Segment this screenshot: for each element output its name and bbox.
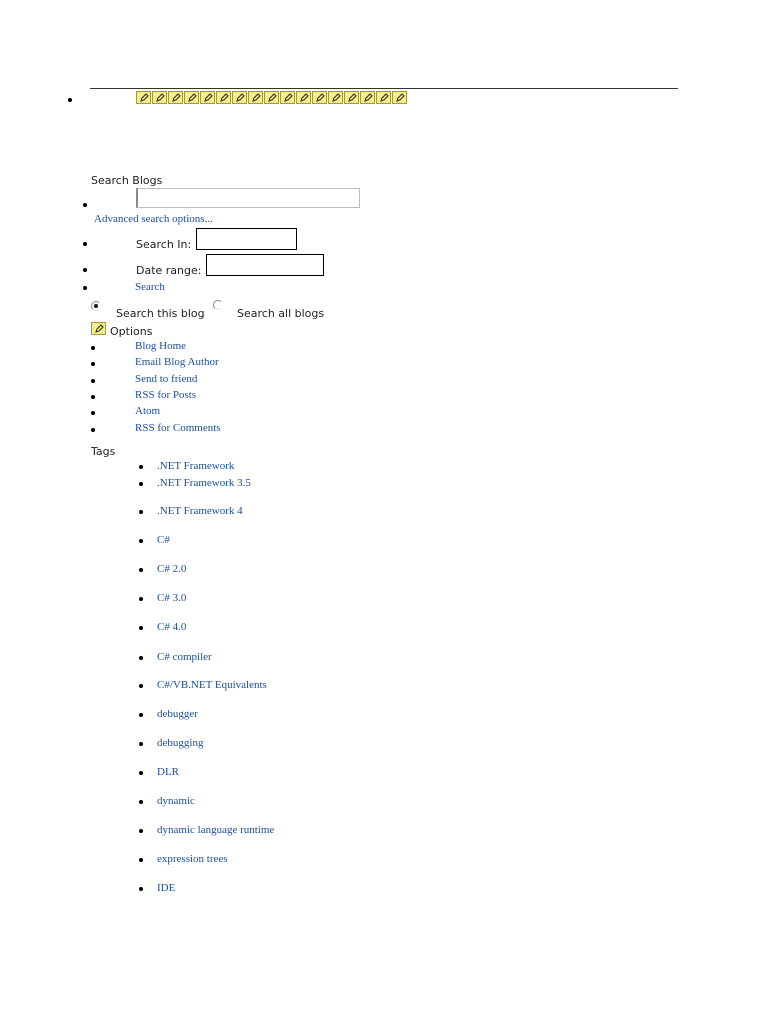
pen-icon [248,91,263,104]
tags-heading: Tags [91,445,116,458]
list-bullet [139,742,143,746]
pen-icon [168,91,183,104]
radio-dot [94,304,98,308]
pen-icon [344,91,359,104]
list-bullet [139,465,143,469]
list-bullet [83,286,87,290]
pen-icon [232,91,247,104]
pen-icon [392,91,407,104]
list-bullet [139,482,143,486]
list-bullet [83,203,87,207]
pen-icon [376,91,391,104]
pen-icon [264,91,279,104]
date-range-label: Date range: [136,264,202,277]
list-bullet [83,268,87,272]
list-bullet [91,411,95,415]
list-bullet [139,539,143,543]
search-input[interactable] [136,188,360,208]
option-link[interactable]: RSS for Posts [135,389,197,401]
divider [90,88,678,89]
option-link[interactable]: Atom [135,405,161,417]
pen-icon [296,91,311,104]
pen-icon [328,91,343,104]
list-bullet [139,510,143,514]
list-bullet [139,597,143,601]
list-bullet [139,656,143,660]
pen-icon [200,91,215,104]
tag-link[interactable]: debugger [157,708,198,720]
tag-link[interactable]: dynamic [157,795,195,807]
tag-link[interactable]: DLR [157,766,179,778]
tag-link[interactable]: IDE [157,882,176,894]
tag-link[interactable]: dynamic language runtime [157,824,275,836]
list-bullet [139,858,143,862]
search-this-blog-label: Search this blog [116,307,205,320]
tag-link[interactable]: .NET Framework [157,460,235,472]
list-bullet [91,362,95,366]
option-link[interactable]: RSS for Comments [135,422,221,434]
tag-link[interactable]: C# 3.0 [157,592,187,604]
advanced-search-link[interactable]: Advanced search options... [94,213,213,225]
list-bullet [139,771,143,775]
pen-icon [152,91,167,104]
search-link[interactable]: Search [135,281,165,293]
search-in-label: Search In: [136,238,192,251]
icon-strip [136,91,408,104]
option-link[interactable]: Blog Home [135,340,187,352]
list-bullet [139,713,143,717]
option-link[interactable]: Email Blog Author [135,356,219,368]
search-in-field[interactable] [196,228,297,250]
pen-icon [216,91,231,104]
tag-link[interactable]: C# 2.0 [157,563,187,575]
list-bullet [139,800,143,804]
date-range-field[interactable] [206,254,324,276]
tag-link[interactable]: expression trees [157,853,228,865]
list-bullet [91,395,95,399]
tag-link[interactable]: C# [157,534,170,546]
tag-link[interactable]: debugging [157,737,204,749]
option-link[interactable]: Send to friend [135,373,198,385]
pen-icon [184,91,199,104]
pen-icon [312,91,327,104]
search-heading: Search Blogs [91,174,163,187]
list-bullet [68,98,72,102]
list-bullet [91,428,95,432]
list-bullet [83,242,87,246]
list-bullet [139,626,143,630]
list-bullet [139,887,143,891]
search-all-blogs-label: Search all blogs [237,307,325,320]
pen-icon [280,91,295,104]
list-bullet [139,684,143,688]
radio-search-this-blog[interactable] [91,301,101,311]
list-bullet [91,379,95,383]
options-heading: Options [110,325,153,338]
list-bullet [139,829,143,833]
pen-icon [136,91,151,104]
tag-link[interactable]: .NET Framework 3.5 [157,477,251,489]
tag-link[interactable]: C#/VB.NET Equivalents [157,679,267,691]
tag-link[interactable]: C# 4.0 [157,621,187,633]
tag-link[interactable]: .NET Framework 4 [157,505,243,517]
list-bullet [139,568,143,572]
list-bullet [91,346,95,350]
radio-search-all-blogs[interactable] [213,300,223,310]
pen-icon [91,322,106,335]
pen-icon [360,91,375,104]
tag-link[interactable]: C# compiler [157,651,212,663]
